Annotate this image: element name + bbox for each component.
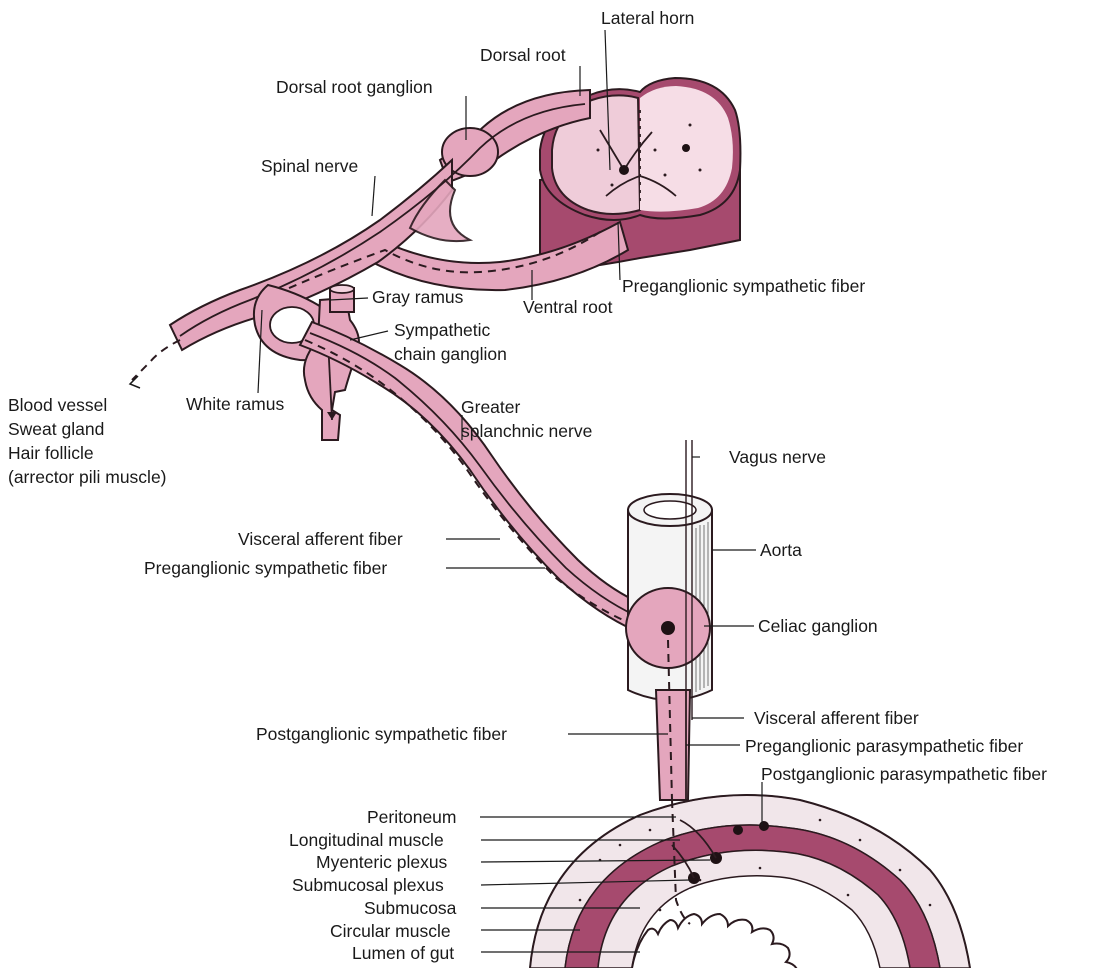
label-spinal-nerve: Spinal nerve (261, 156, 358, 176)
label-circular-muscle: Circular muscle (330, 921, 451, 941)
label-visceral-afferent-left: Visceral afferent fiber (238, 529, 403, 549)
label-vagus-nerve: Vagus nerve (729, 447, 826, 467)
label-sweat-gland: Sweat gland (8, 419, 104, 439)
label-blood-vessel: Blood vessel (8, 395, 107, 415)
label-longitudinal-muscle: Longitudinal muscle (289, 830, 444, 850)
label-arrector-pili: (arrector pili muscle) (8, 467, 167, 487)
label-dorsal-root: Dorsal root (480, 45, 566, 65)
label-postganglionic-parasympathetic: Postganglionic parasympathetic fiber (761, 764, 1047, 784)
label-submucosal-plexus: Submucosal plexus (292, 875, 444, 895)
label-preganglionic-parasympathetic: Preganglionic parasympathetic fiber (745, 736, 1023, 756)
label-sympathetic-chain-2: chain ganglion (394, 344, 507, 364)
label-dorsal-root-ganglion: Dorsal root ganglion (276, 77, 433, 97)
label-hair-follicle: Hair follicle (8, 443, 94, 463)
label-greater-2: splanchnic nerve (461, 421, 592, 441)
label-gray-ramus: Gray ramus (372, 287, 464, 307)
label-preganglionic-sympathetic-top: Preganglionic sympathetic fiber (622, 276, 865, 296)
label-myenteric-plexus: Myenteric plexus (316, 852, 448, 872)
label-ventral-root: Ventral root (523, 297, 613, 317)
label-celiac-ganglion: Celiac ganglion (758, 616, 878, 636)
label-visceral-afferent-right: Visceral afferent fiber (754, 708, 919, 728)
label-white-ramus: White ramus (186, 394, 284, 414)
label-lumen-of-gut: Lumen of gut (352, 943, 454, 963)
label-aorta: Aorta (760, 540, 802, 560)
label-lateral-horn: Lateral horn (601, 8, 694, 28)
gut-wall (530, 795, 970, 968)
label-postganglionic-sympathetic: Postganglionic sympathetic fiber (256, 724, 507, 744)
label-peritoneum: Peritoneum (367, 807, 457, 827)
label-greater-1: Greater (461, 397, 520, 417)
greater-splanchnic-nerve (300, 322, 665, 640)
label-preganglionic-sympathetic-left: Preganglionic sympathetic fiber (144, 558, 387, 578)
labels: Lateral horn Dorsal root Dorsal root gan… (8, 8, 1047, 963)
label-submucosa: Submucosa (364, 898, 457, 918)
label-sympathetic-chain-1: Sympathetic (394, 320, 491, 340)
